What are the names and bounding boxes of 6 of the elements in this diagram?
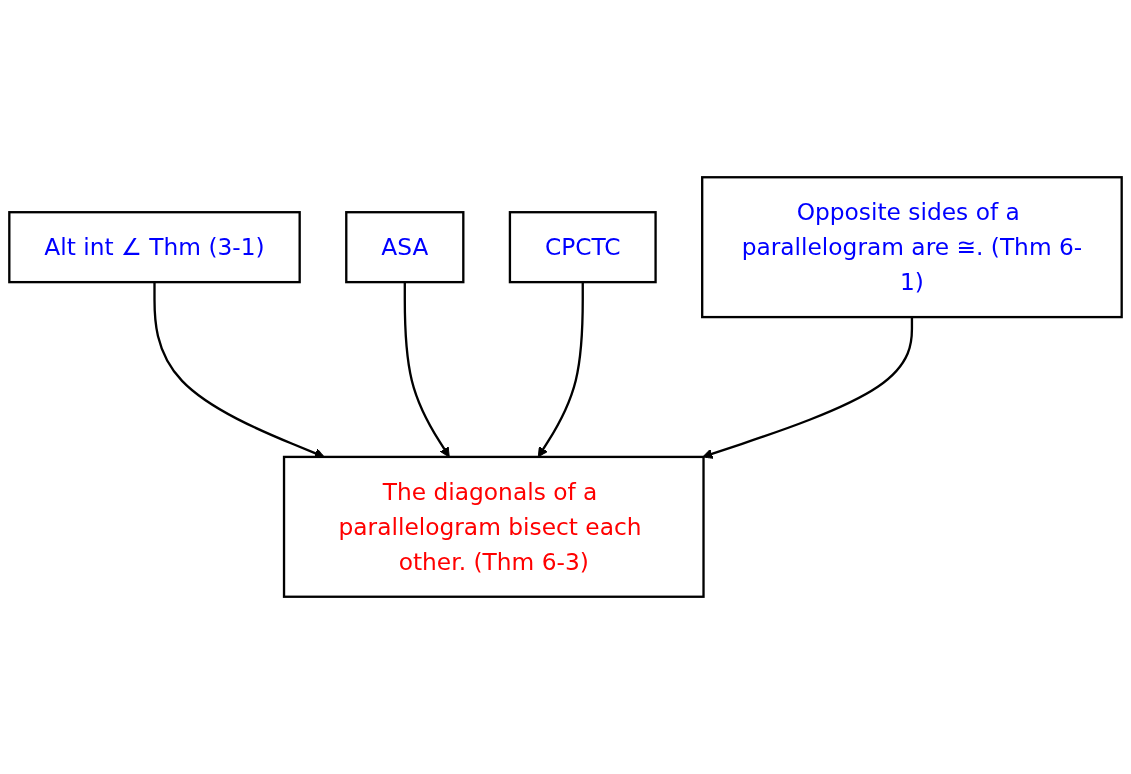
node-box: CPCTC [508,211,657,284]
arrow [702,317,914,459]
node-box: Alt int ∠ Thm (3-1) [8,211,301,284]
node-box: The diagonals of a parallelogram bisect each other. (Thm 6-3) [282,455,705,598]
node-box: Opposite sides of a parallelogram are ≅. (Thm 6-1) [701,176,1123,319]
node-box: ASA [345,211,465,284]
